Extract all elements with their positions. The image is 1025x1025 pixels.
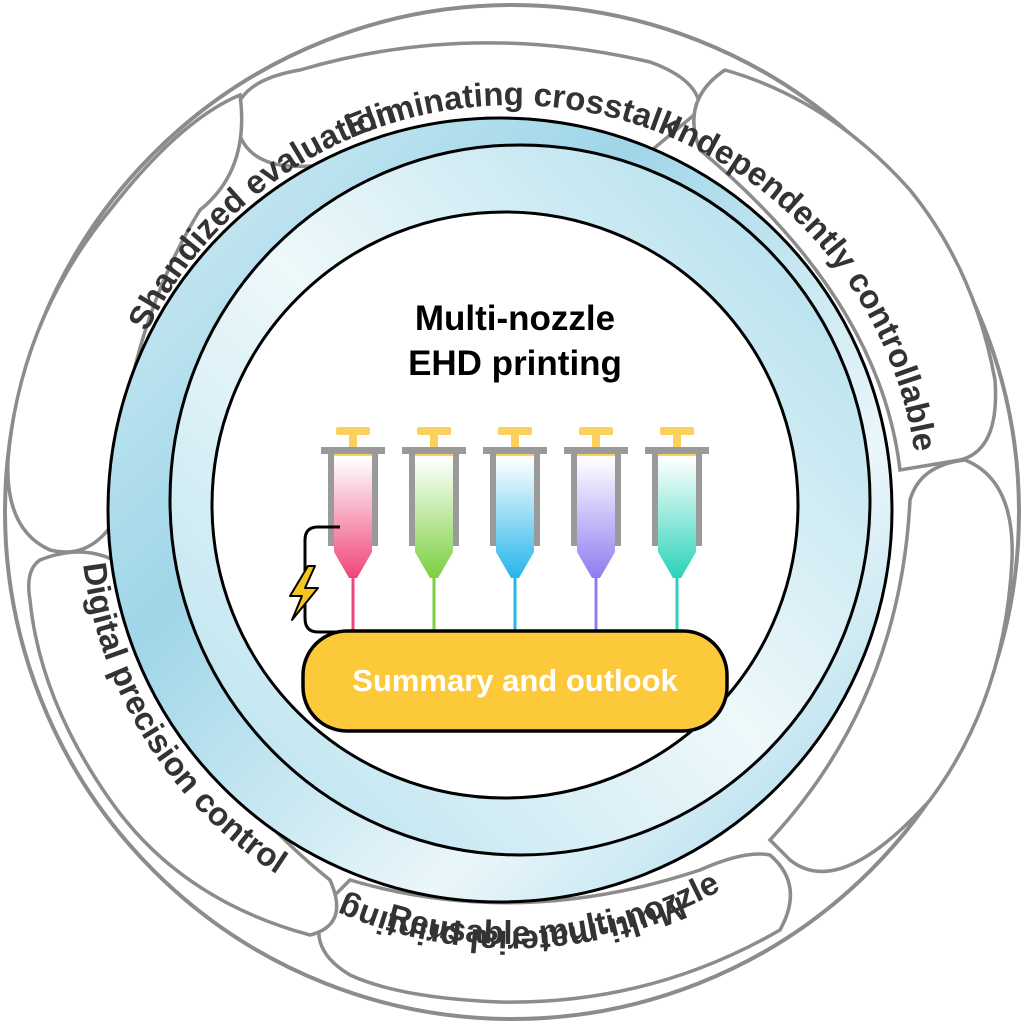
nozzle-purple-barrel-left	[571, 454, 577, 546]
pill-standardized-evaluation	[6, 92, 244, 554]
nozzle-teal-ink	[658, 458, 696, 578]
nozzle-green-plunger-cap	[417, 427, 451, 435]
center-title-line2: EHD printing	[408, 344, 622, 383]
nozzle-blue-plunger-rod	[511, 433, 519, 453]
summary-and-outlook-button[interactable]: Summary and outlook	[301, 629, 729, 733]
lightning-icon	[289, 565, 319, 621]
nozzle-green-ink	[415, 458, 453, 578]
nozzle-blue	[483, 427, 547, 632]
nozzle-pink-flange	[321, 447, 385, 454]
nozzle-purple-flange	[564, 447, 628, 454]
nozzle-pink-plunger-rod	[349, 433, 357, 453]
nozzle-blue-ink	[496, 458, 534, 578]
nozzle-blue-plunger-cap	[498, 427, 532, 435]
nozzle-green-barrel-right	[453, 454, 459, 546]
nozzle-teal-barrel-left	[652, 454, 658, 546]
pill-reusable-multi-nozzle	[317, 852, 793, 1004]
nozzle-purple-plunger-cap	[579, 427, 613, 435]
pill-multi-material	[767, 458, 1014, 874]
nozzle-green-plunger-rod	[430, 433, 438, 453]
nozzle-teal-flange	[645, 447, 709, 454]
pill-independently-controllable	[692, 68, 998, 473]
summary-pill[interactable]	[301, 629, 729, 733]
nozzle-pink-plunger-cap	[336, 427, 370, 435]
nozzle-green-barrel-left	[409, 454, 415, 546]
nozzle-teal-plunger-rod	[673, 433, 681, 453]
nozzle-pink-barrel-right	[372, 454, 378, 546]
nozzle-green	[402, 427, 466, 632]
center-title-line1: Multi-nozzle	[415, 299, 615, 338]
nozzle-teal	[645, 427, 709, 632]
syringe-array	[321, 427, 709, 632]
nozzle-pink	[321, 427, 385, 632]
nozzle-purple	[564, 427, 628, 632]
nozzle-teal-plunger-cap	[660, 427, 694, 435]
nozzle-purple-plunger-rod	[592, 433, 600, 453]
nozzle-teal-barrel-right	[696, 454, 702, 546]
nozzle-pink-ink	[334, 458, 372, 578]
summary-label: Summary and outlook	[352, 663, 678, 698]
nozzle-purple-barrel-right	[615, 454, 621, 546]
nozzle-blue-barrel-left	[490, 454, 496, 546]
nozzle-purple-ink	[577, 458, 615, 578]
nozzle-pink-barrel-left	[328, 454, 334, 546]
nozzle-blue-barrel-right	[534, 454, 540, 546]
nozzle-blue-flange	[483, 447, 547, 454]
nozzle-green-flange	[402, 447, 466, 454]
